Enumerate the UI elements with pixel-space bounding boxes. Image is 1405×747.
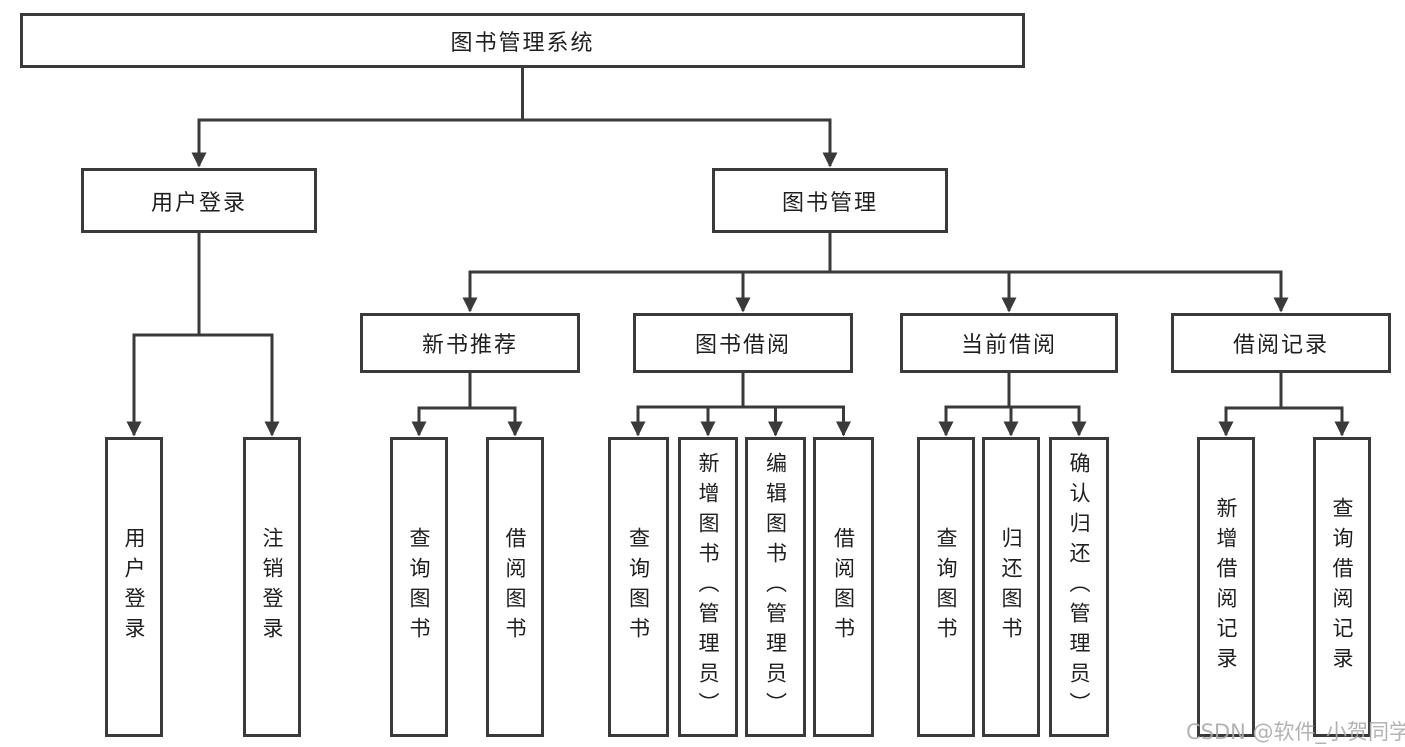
node-label: 图书借阅 <box>694 333 791 358</box>
edges-user-login <box>126 233 280 437</box>
node-user-login: 用户登录 <box>81 168 317 233</box>
leaf-br-query-record: 查询借阅记录 <box>1313 437 1371 737</box>
leaf-bb-borrow-books: 借阅图书 <box>813 437 874 737</box>
leaf-bb-edit-books-admin: 编辑图书（管理员） <box>745 437 806 737</box>
leaf-label: 借阅图书 <box>503 527 527 647</box>
node-root-system: 图书管理系统 <box>20 13 1025 68</box>
node-label: 图书管理系统 <box>450 30 595 56</box>
node-label: 图书管理 <box>781 190 878 216</box>
node-label: 新书推荐 <box>421 333 518 358</box>
leaf-logout: 注销登录 <box>243 437 301 737</box>
leaf-label: 确认归还（管理员） <box>1067 452 1091 722</box>
edges-current-borrow <box>938 373 1087 437</box>
node-label: 当前借阅 <box>960 333 1057 358</box>
leaf-nb-borrow-books: 借阅图书 <box>486 437 544 737</box>
leaf-cb-query-books: 查询图书 <box>917 437 975 737</box>
leaf-cb-return-books: 归还图书 <box>982 437 1040 737</box>
leaf-bb-add-books-admin: 新增图书（管理员） <box>678 437 738 737</box>
node-current-borrow: 当前借阅 <box>900 313 1118 373</box>
edges-book-mgmt <box>462 233 1289 313</box>
leaf-user-login: 用户登录 <box>105 437 163 737</box>
leaf-label: 编辑图书（管理员） <box>763 452 788 722</box>
leaf-label: 借阅图书 <box>831 527 856 647</box>
edges-borrow-records <box>1218 373 1350 437</box>
node-new-books: 新书推荐 <box>360 313 580 373</box>
leaf-label: 查询借阅记录 <box>1330 497 1354 677</box>
leaf-cb-confirm-return-admin: 确认归还（管理员） <box>1049 437 1109 737</box>
node-label: 借阅记录 <box>1232 333 1329 358</box>
edges-root-to-level2 <box>191 66 838 168</box>
edges-new-books <box>411 373 523 437</box>
node-book-borrow: 图书借阅 <box>633 313 853 373</box>
leaf-label: 查询图书 <box>934 527 958 647</box>
leaf-label: 归还图书 <box>999 527 1023 647</box>
node-book-mgmt: 图书管理 <box>712 168 948 233</box>
leaf-label: 新增图书（管理员） <box>696 452 720 722</box>
leaf-label: 注销登录 <box>260 527 284 647</box>
leaf-label: 用户登录 <box>122 527 146 647</box>
leaf-label: 新增借阅记录 <box>1214 497 1238 677</box>
node-label: 用户登录 <box>150 190 247 216</box>
leaf-nb-query-books: 查询图书 <box>390 437 448 737</box>
leaf-bb-query-books: 查询图书 <box>608 437 669 737</box>
csdn-watermark: CSDN @软件_小贺同学 <box>1186 720 1405 744</box>
leaf-label: 查询图书 <box>407 527 431 647</box>
edges-book-borrow <box>630 373 851 437</box>
node-borrow-records: 借阅记录 <box>1171 313 1391 373</box>
leaf-br-add-record: 新增借阅记录 <box>1197 437 1255 737</box>
leaf-label: 查询图书 <box>626 527 651 647</box>
